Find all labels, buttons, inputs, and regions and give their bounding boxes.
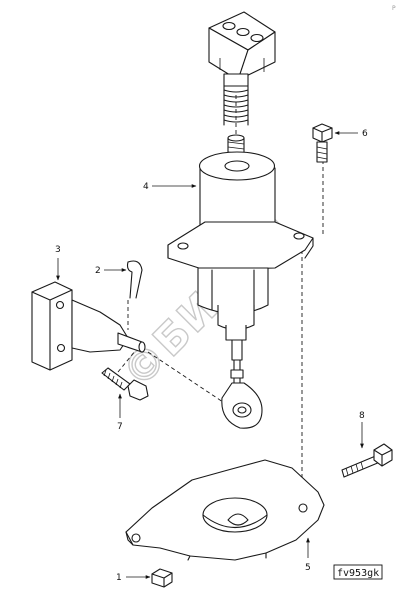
callout-7: 7: [117, 393, 123, 432]
cotter-pin: [126, 260, 143, 299]
svg-text:1: 1: [116, 573, 122, 583]
nut-1: [151, 568, 173, 588]
svg-text:3: 3: [55, 245, 61, 255]
svg-text:7: 7: [117, 422, 123, 432]
callout-4: 4: [143, 182, 197, 192]
callout-6: 6: [334, 129, 368, 139]
corner-mark: P: [392, 5, 396, 12]
svg-text:8: 8: [359, 411, 365, 421]
callout-3: 3: [55, 245, 61, 281]
mounting-bracket: [31, 281, 146, 371]
coil-spring: [223, 85, 249, 126]
base-plate: [125, 459, 325, 561]
callout-1: 1: [116, 573, 151, 583]
electrical-connector: [208, 11, 276, 87]
svg-text:6: 6: [362, 129, 368, 139]
callout-2: 2: [95, 266, 127, 276]
solenoid: [167, 134, 314, 429]
threaded-stud-8: [341, 443, 393, 478]
drawing-code-box: fv953gk: [333, 564, 383, 580]
svg-text:5: 5: [305, 563, 311, 573]
callout-5: 5: [305, 537, 311, 573]
svg-text:4: 4: [143, 182, 149, 192]
bolt-6: [312, 123, 333, 163]
threaded-stud-7: [101, 367, 149, 401]
drawing-code: fv953gk: [337, 568, 379, 579]
callout-8: 8: [359, 411, 365, 449]
svg-text:2: 2: [95, 266, 101, 276]
